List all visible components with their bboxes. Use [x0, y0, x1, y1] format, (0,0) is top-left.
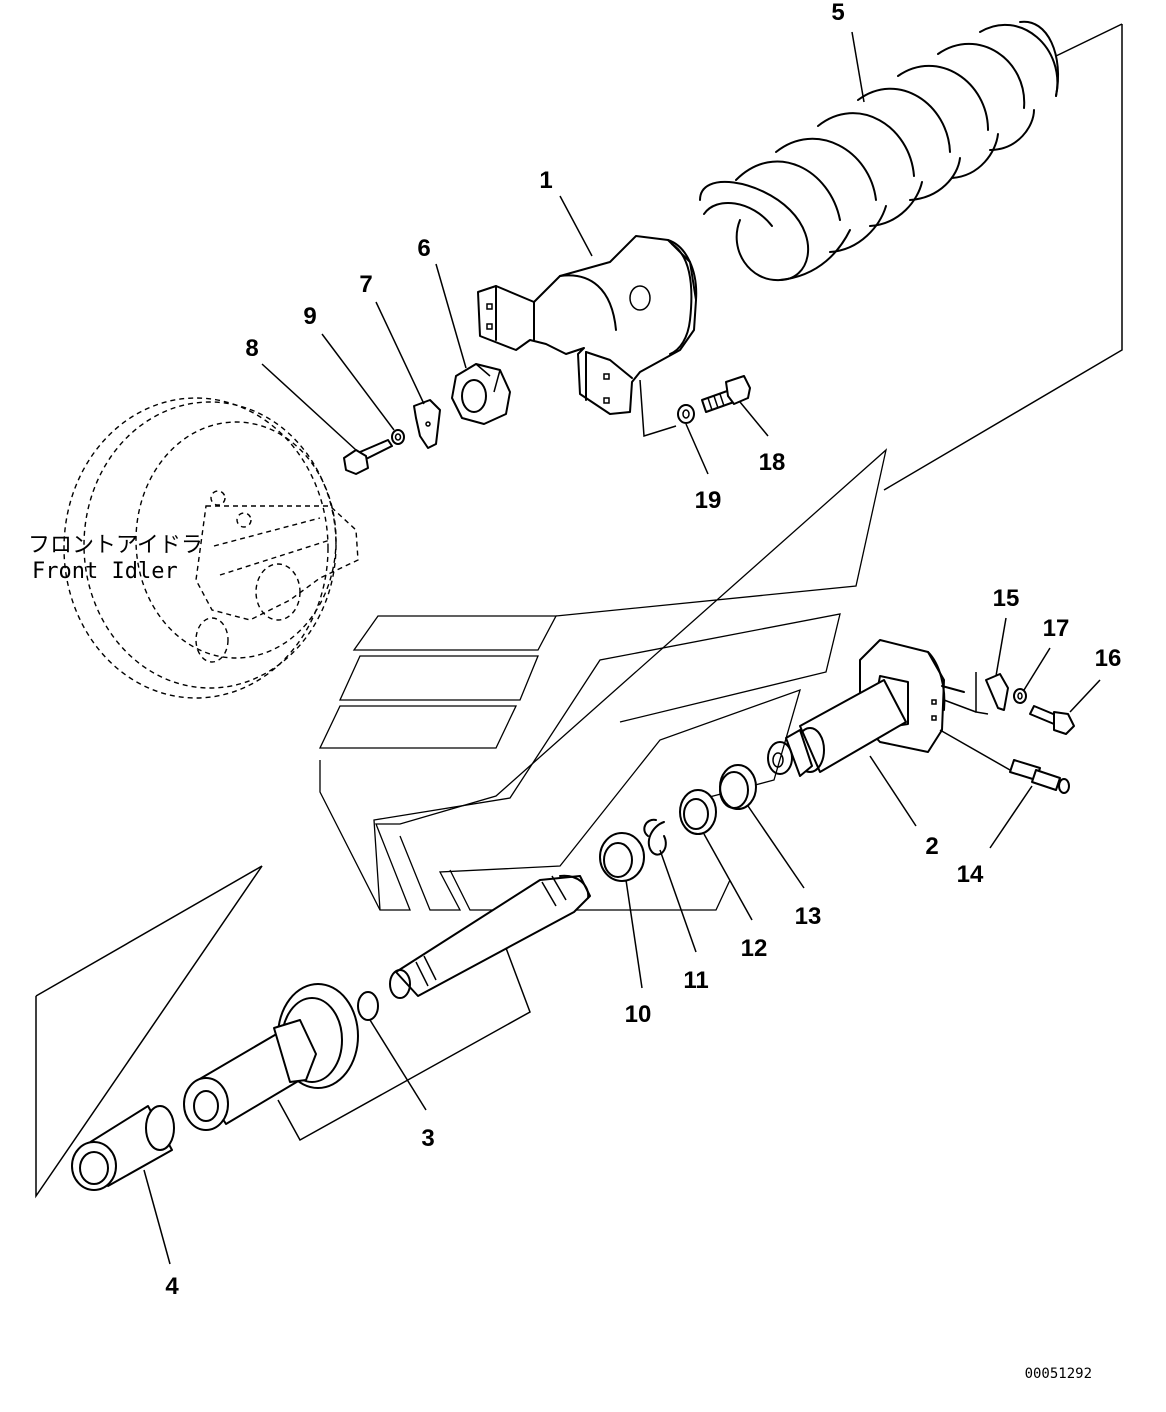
- callout-11: 11: [683, 967, 708, 994]
- callout-7: 7: [359, 271, 372, 298]
- callout-6: 6: [417, 235, 430, 262]
- callout-3: 3: [421, 1125, 434, 1152]
- front-idler-reference: [63, 397, 359, 699]
- part-11-snap-ring: [643, 818, 667, 856]
- part-15-lock-plate: [985, 673, 1009, 711]
- leader-lines: [143, 31, 1101, 1265]
- part-17-washer: [1013, 688, 1027, 704]
- part-10-bushing-ring: [599, 832, 645, 882]
- callout-9: 9: [303, 303, 316, 330]
- part-19-washer: [677, 404, 695, 424]
- callout-2: 2: [925, 833, 938, 860]
- callout-4: 4: [165, 1273, 179, 1300]
- front-idler-japanese-label: フロントアイドラ: [28, 533, 203, 558]
- watermark-logo: [318, 448, 888, 911]
- front-idler-english-label: Front Idler: [32, 559, 178, 584]
- part-7-lock-plate: [413, 399, 441, 449]
- callout-16: 16: [1095, 645, 1122, 672]
- part-12-seal: [679, 789, 717, 835]
- piston-rod: [389, 874, 591, 999]
- part-1-yoke-bracket: [477, 235, 698, 415]
- part-13-ring: [719, 764, 757, 810]
- callout-17: 17: [1043, 615, 1070, 642]
- callout-8: 8: [245, 335, 258, 362]
- drawing-code: 00051292: [1025, 1366, 1092, 1382]
- callout-10: 10: [625, 1001, 652, 1028]
- callout-15: 15: [993, 585, 1020, 612]
- callout-12: 12: [741, 935, 768, 962]
- part-6-nut: [451, 363, 511, 425]
- part-3-o-ring: [357, 991, 379, 1021]
- cylinder-body: [183, 983, 359, 1131]
- part-2-cylinder-assembly: [767, 639, 965, 777]
- part-16-bolt: [1029, 705, 1075, 735]
- part-8-bolt: [343, 439, 393, 475]
- callout-18: 18: [759, 449, 786, 476]
- part-9-washer: [391, 429, 405, 445]
- part-5-recoil-spring: [699, 20, 1123, 282]
- part-14-grease-fitting: [1009, 759, 1070, 794]
- part-18-bolt: [701, 375, 751, 413]
- part-4-bushing: [71, 1105, 175, 1191]
- callout-19: 19: [695, 487, 722, 514]
- callout-14: 14: [957, 861, 984, 888]
- callout-numbers: 1 2 3 4 5 6 7 8 9 10 11 12 13 14 15 16 1…: [165, 0, 1121, 1300]
- assembly-boundary-lines: [35, 24, 1123, 1199]
- callout-1: 1: [539, 167, 552, 194]
- callout-5: 5: [831, 0, 844, 26]
- callout-13: 13: [795, 903, 822, 930]
